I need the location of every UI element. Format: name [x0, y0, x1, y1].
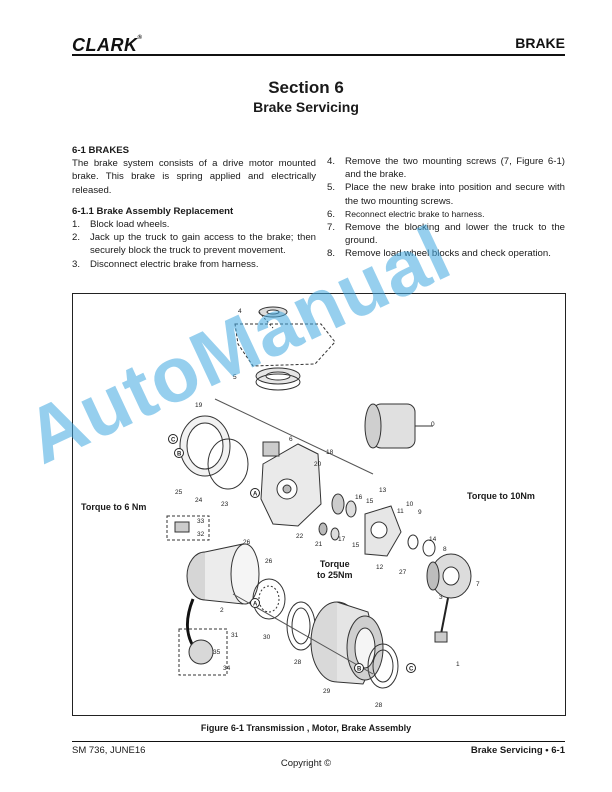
callout-label: 10	[406, 501, 414, 508]
marker-letter: C	[171, 438, 176, 444]
callout-label: 28	[294, 659, 302, 666]
callout-label: 17	[338, 536, 346, 543]
callout-label: 19	[195, 402, 203, 409]
callout-label: 15	[366, 498, 374, 505]
callout-label: 30	[263, 634, 271, 641]
clark-logo: CLARK®	[72, 35, 142, 56]
step-number: 5.	[327, 182, 336, 194]
torque-25nm-line2: to 25Nm	[317, 570, 353, 580]
callout-label: 27	[399, 569, 407, 576]
callout-label: 8	[443, 546, 447, 553]
torque-10nm-label: Torque to 10Nm	[467, 491, 535, 501]
callout-label: 33	[197, 518, 205, 525]
marker-letter: C	[409, 667, 414, 673]
footer-page-label: Brake Servicing • 6-1	[470, 745, 565, 756]
step-item: 6. Reconnect electric brake to harness.	[327, 208, 565, 221]
switch-box-bottom	[178, 628, 228, 676]
callout-label: 24	[195, 497, 203, 504]
exploded-diagram: 4 5 19 6 0 20 18 16 15 13 10 9 11 14 8 7…	[166, 306, 480, 709]
callout-label: 7	[476, 581, 480, 588]
dashed-plate	[234, 323, 336, 367]
step-number: 1.	[72, 219, 81, 231]
callout-label: 6	[289, 436, 293, 443]
callout-label: 29	[323, 688, 331, 695]
step-item: 1. Block load wheels.	[72, 218, 316, 231]
header-section-title: BRAKE	[515, 35, 565, 51]
step-item: 5. Place the new brake into position and …	[327, 181, 565, 207]
callout-label: 28	[375, 702, 383, 709]
section-title: Section 6	[268, 78, 344, 97]
callout-label: 3	[439, 594, 443, 601]
section-subtitle: Brake Servicing	[253, 99, 359, 115]
callout-label: 14	[429, 536, 437, 543]
header-rule	[72, 54, 565, 56]
step-number: 2.	[72, 232, 81, 244]
torque-25nm-line1: Torque	[319, 559, 350, 569]
step-item: 3. Disconnect electric brake from harness…	[72, 258, 316, 271]
brakes-paragraph: The brake system consists of a drive mot…	[72, 158, 316, 196]
callout-label: 23	[221, 501, 229, 508]
right-column: 4. Remove the two mounting screws (7, Fig…	[327, 155, 565, 261]
gasket-23	[207, 438, 249, 490]
step-text: Reconnect electric brake to harness.	[345, 208, 485, 219]
step-text: Remove the two mounting screws (7, Figur…	[345, 156, 565, 181]
callout-label: 25	[175, 489, 183, 496]
torque-25nm-label: Torque to 25Nm	[317, 559, 353, 581]
step-text: Remove the blocking and lower the truck …	[345, 222, 565, 247]
step-item: 4. Remove the two mounting screws (7, Fig…	[327, 155, 565, 181]
callout-label: 11	[397, 508, 404, 515]
callout-label: 4	[238, 308, 242, 315]
callout-label: 26	[243, 539, 251, 546]
brakes-heading: 6-1 BRAKES	[72, 145, 130, 156]
callout-label: 15	[352, 542, 360, 549]
callout-label: 5	[233, 374, 237, 381]
figure-frame: 4 5 19 6 0 20 18 16 15 13 10 9 11 14 8 7…	[72, 293, 566, 716]
marker-letter: B	[177, 452, 182, 458]
step-text: Jack up the truck to gain access to the …	[90, 232, 316, 257]
marker-letter: A	[253, 602, 258, 608]
copyright-notice: Copyright ©	[280, 758, 332, 769]
callout-label: 26	[265, 558, 273, 565]
step-number: 8.	[327, 248, 336, 260]
callout-label: 0	[431, 421, 435, 428]
callout-label: 21	[315, 541, 323, 548]
callout-label: 18	[326, 449, 334, 456]
logo-text: CLARK	[72, 35, 138, 55]
switch-box-top	[166, 515, 210, 541]
step-item: 2. Jack up the truck to gain access to th…	[72, 231, 316, 257]
callout-label: 35	[213, 649, 221, 656]
footer-doc-id: SM 736, JUNE16	[72, 745, 146, 756]
step-text: Disconnect electric brake from harness.	[90, 258, 259, 270]
callout-label: 16	[355, 494, 363, 501]
callout-label: 12	[376, 564, 384, 571]
step-number: 4.	[327, 156, 336, 167]
callout-label: 2	[220, 607, 224, 614]
callout-label: 13	[379, 487, 387, 494]
figure-caption: Figure 6-1 Transmission , Motor, Brake A…	[200, 723, 412, 733]
logo-trademark: ®	[137, 35, 143, 41]
callout-label: 9	[418, 509, 422, 516]
step-number: 7.	[327, 222, 336, 234]
callout-label: 32	[197, 531, 205, 538]
replacement-heading: 6-1.1 Brake Assembly Replacement	[72, 205, 234, 217]
step-text: Remove load wheel blocks and check opera…	[345, 248, 551, 260]
footer-rule	[72, 741, 565, 742]
torque-6nm-label: Torque to 6 Nm	[81, 502, 147, 512]
step-text: Block load wheels.	[90, 219, 170, 231]
marker-letter: B	[357, 667, 362, 673]
step-item: 7. Remove the blocking and lower the truc…	[327, 221, 565, 247]
step-text: Place the new brake into position and se…	[345, 182, 565, 207]
step-item: 8. Remove load wheel blocks and check ope…	[327, 247, 565, 260]
callout-label: 31	[231, 632, 239, 639]
marker-letter: A	[253, 492, 258, 498]
step-number: 3.	[72, 258, 81, 270]
callout-label: 1	[456, 661, 460, 668]
callout-label: 20	[314, 461, 322, 468]
step-number: 6.	[327, 208, 336, 220]
callout-label: 34	[223, 665, 231, 672]
left-column: 6-1 BRAKES The brake system consists of …	[72, 144, 316, 271]
callout-label: 22	[296, 533, 304, 540]
seal-28-right	[367, 643, 399, 689]
